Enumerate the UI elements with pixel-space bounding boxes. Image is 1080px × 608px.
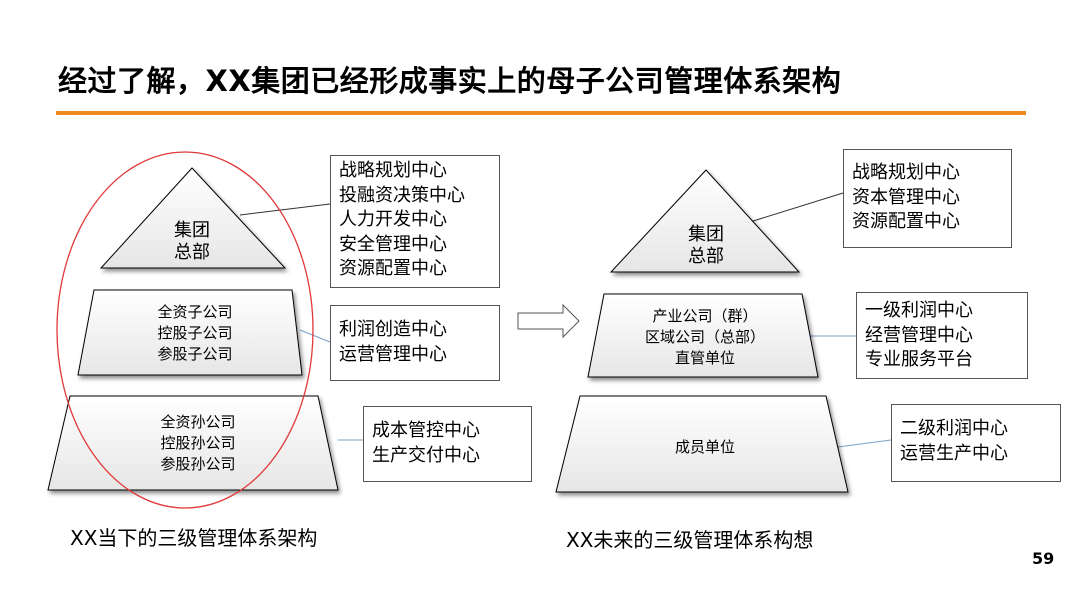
right-bottom-box-item: 二级利润中心: [900, 418, 1008, 439]
left-top-box-item: 投融资决策中心: [339, 184, 465, 206]
right-top-triangle: [609, 169, 801, 273]
right-arrow-icon: [517, 303, 580, 339]
right-middle-line-3: 直管单位: [674, 348, 735, 367]
title-underline: [56, 111, 1026, 115]
right-top-shape-label: 集团 总部: [654, 222, 758, 270]
left-bottom-trapezoid: [47, 395, 339, 491]
right-caption: XX未来的三级管理体系构想: [566, 528, 814, 552]
right-top-box-item: 资本管理中心: [852, 186, 960, 208]
connector-line-right-top: [749, 192, 844, 223]
left-top-shape-label: 集团 总部: [140, 218, 244, 266]
right-middle-line-2: 区域公司（总部）: [644, 327, 765, 346]
right-top-box-item: 战略规划中心: [852, 162, 960, 183]
right-bottom-line-1: 成员单位: [674, 437, 735, 456]
left-bottom-function-box: 成本管控中心 生产交付中心: [363, 406, 532, 482]
right-top-line-1: 集团: [688, 224, 724, 245]
right-middle-trapezoid: [587, 293, 819, 378]
right-top-function-box: 战略规划中心 资本管理中心 资源配置中心: [843, 149, 1012, 248]
left-middle-line-3: 参股子公司: [157, 344, 233, 363]
left-top-box-item: 战略规划中心: [339, 160, 447, 181]
right-middle-shape-label: 产业公司（群） 区域公司（总部） 直管单位: [612, 304, 798, 370]
right-top-line-2: 总部: [688, 246, 724, 267]
left-caption: XX当下的三级管理体系架构: [70, 526, 318, 550]
right-middle-box-item: 一级利润中心: [865, 300, 973, 321]
right-top-box-item: 资源配置中心: [852, 211, 960, 232]
left-middle-shape-label: 全资子公司 控股子公司 参股子公司: [110, 300, 280, 366]
right-middle-function-box: 一级利润中心 经营管理中心 专业服务平台: [856, 292, 1028, 379]
left-bottom-box-item: 成本管控中心: [372, 420, 480, 441]
page-number: 59: [1032, 549, 1055, 568]
left-bottom-shape-label: 全资孙公司 控股孙公司 参股孙公司: [110, 410, 286, 476]
connector-line-left-middle: [299, 329, 331, 343]
right-middle-box-item: 专业服务平台: [865, 349, 973, 370]
left-bottom-line-1: 全资孙公司: [160, 412, 236, 431]
left-middle-box-item: 运营管理中心: [339, 343, 447, 365]
left-top-box-item: 安全管理中心: [339, 233, 447, 255]
left-middle-line-1: 全资子公司: [157, 302, 233, 321]
connector-line-left-top: [239, 203, 331, 216]
left-middle-box-item: 利润创造中心: [339, 319, 447, 340]
left-top-line-1: 集团: [174, 220, 210, 241]
right-bottom-trapezoid: [555, 395, 849, 493]
left-middle-line-2: 控股子公司: [157, 323, 233, 342]
right-bottom-box-item: 运营生产中心: [900, 442, 1008, 464]
right-middle-box-item: 经营管理中心: [865, 324, 973, 346]
right-bottom-shape-label: 成员单位: [620, 426, 790, 468]
page-title: 经过了解，XX集团已经形成事实上的母子公司管理体系架构: [58, 64, 842, 98]
left-middle-trapezoid: [77, 289, 303, 376]
right-middle-line-1: 产业公司（群）: [652, 306, 758, 325]
left-top-box-item: 资源配置中心: [339, 258, 447, 279]
left-top-box-item: 人力开发中心: [339, 209, 447, 230]
left-top-function-box: 战略规划中心 投融资决策中心 人力开发中心 安全管理中心 资源配置中心: [330, 155, 500, 288]
left-middle-function-box: 利润创造中心 运营管理中心: [330, 305, 500, 381]
left-bottom-box-item: 生产交付中心: [372, 444, 480, 466]
left-bottom-line-3: 参股孙公司: [160, 454, 236, 473]
connector-line-right-bottom: [837, 439, 892, 448]
highlight-ellipse: [56, 151, 314, 509]
right-bottom-function-box: 二级利润中心 运营生产中心: [891, 404, 1061, 482]
left-top-triangle: [99, 167, 287, 269]
left-top-line-2: 总部: [174, 242, 210, 263]
left-bottom-line-2: 控股孙公司: [160, 433, 236, 452]
